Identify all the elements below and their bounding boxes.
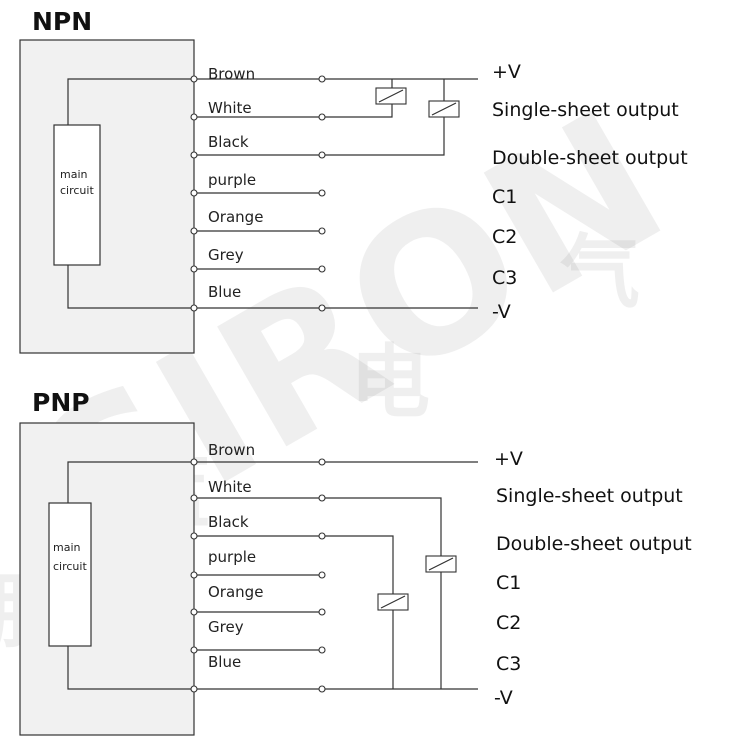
pnp-main-circuit-box [48, 502, 92, 647]
npn-wire-label: purple [208, 171, 256, 189]
npn-main-circuit-label-2: circuit [60, 184, 94, 197]
pnp-main-circuit-label-2: circuit [53, 560, 87, 573]
pnp-wire-label: Blue [208, 653, 241, 671]
pnp-signal-label: C1 [496, 572, 521, 594]
npn-title: NPN [32, 7, 92, 36]
pnp-wire-label: Black [208, 513, 249, 531]
pnp-load-double [322, 535, 394, 689]
pnp-signal-label: C2 [496, 612, 521, 634]
pnp-wire-label: purple [208, 548, 256, 566]
npn-main-circuit-box [53, 124, 101, 266]
pnp-relay-single-mark [428, 557, 454, 571]
npn-signal-label: C1 [492, 186, 517, 208]
pnp-wire-label: Orange [208, 583, 263, 601]
pnp-wire-label: Brown [208, 441, 255, 459]
pnp-signal-label: C3 [496, 653, 521, 675]
pnp-signal-label: +V [494, 448, 523, 470]
npn-signal-label: Single-sheet output [492, 99, 679, 121]
npn-sensor-body [19, 39, 195, 354]
pnp-internal-blue [67, 646, 194, 690]
npn-wire-label: Grey [208, 246, 244, 264]
pnp-wire-label: Grey [208, 618, 244, 636]
npn-wire-label: Brown [208, 65, 255, 83]
pnp-wire-label: White [208, 478, 252, 496]
npn-wire-label: Blue [208, 283, 241, 301]
pnp-title: PNP [32, 388, 90, 417]
pnp-sensor-body [19, 422, 195, 736]
pnp-load-single [322, 497, 442, 689]
npn-signal-label: C3 [492, 267, 517, 289]
npn-internal-brown [67, 78, 194, 125]
watermark-char-1: 电 [350, 336, 430, 429]
npn-section: NPN main circuit [19, 7, 688, 354]
npn-main-circuit-label-1: main [60, 168, 88, 181]
npn-signal-label: +V [492, 61, 521, 83]
pnp-signal-label: Single-sheet output [496, 485, 683, 507]
npn-wire-label: Orange [208, 208, 263, 226]
pnp-internal-brown [67, 461, 194, 503]
npn-signal-label: -V [492, 301, 511, 323]
npn-signal-label: C2 [492, 226, 517, 248]
pnp-section: PNP main circuit [19, 388, 692, 736]
npn-relay-single-mark [378, 89, 404, 103]
pnp-terminals [190, 458, 326, 693]
pnp-signal-label: Double-sheet output [496, 533, 692, 555]
npn-wire-label: Black [208, 133, 249, 151]
watermark-char-2: 气 [560, 226, 640, 319]
npn-terminals [190, 75, 326, 312]
pnp-main-circuit-label-1: main [53, 541, 81, 554]
npn-wire-label: White [208, 99, 252, 117]
npn-relay-double-mark [431, 102, 457, 116]
npn-signal-label: Double-sheet output [492, 147, 688, 169]
pnp-relay-double-mark [380, 595, 406, 609]
pnp-signal-label: -V [494, 687, 513, 709]
npn-internal-blue [67, 265, 194, 309]
